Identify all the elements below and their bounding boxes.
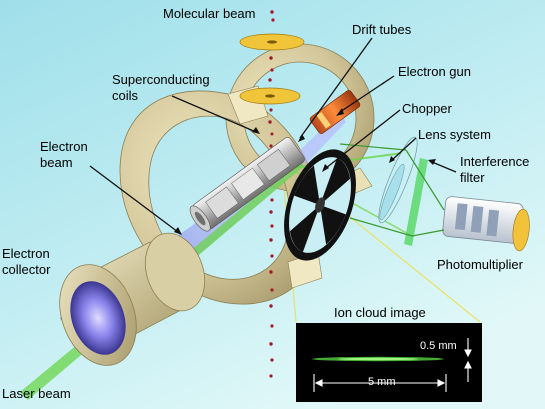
chopper xyxy=(284,149,356,261)
label-molecular-beam: Molecular beam xyxy=(163,6,256,21)
label-electron-collector-line2: collector xyxy=(2,262,51,277)
label-laser-beam: Laser beam xyxy=(2,386,71,401)
molecular-beam-dots xyxy=(268,10,275,378)
electron-gun xyxy=(309,90,361,134)
label-interference-filter-line2: filter xyxy=(460,170,485,185)
inset-width-label: 5 mm xyxy=(368,376,396,388)
label-electron-beam-line1: Electron xyxy=(40,139,88,154)
label-electron-beam-line2: beam xyxy=(40,155,73,170)
label-ion-cloud-image: Ion cloud image xyxy=(334,305,426,320)
label-electron-gun: Electron gun xyxy=(398,64,471,79)
ion-cloud-inset xyxy=(296,323,482,402)
label-superconducting-coils-line2: coils xyxy=(112,88,139,103)
interference-filter-plate xyxy=(404,158,428,246)
electron-collector xyxy=(59,232,206,366)
label-superconducting-coils-line1: Superconducting xyxy=(112,72,210,87)
label-interference-filter-line1: Interference xyxy=(460,154,530,169)
lens-system xyxy=(378,136,418,224)
label-electron-collector-line1: Electron xyxy=(2,246,50,261)
inset-height-label: 0.5 mm xyxy=(420,340,457,352)
drift-tubes xyxy=(189,137,305,232)
label-photomultiplier: Photomultiplier xyxy=(437,257,523,272)
label-drift-tubes: Drift tubes xyxy=(352,22,412,37)
label-pointers xyxy=(89,37,457,233)
label-lens-system: Lens system xyxy=(418,127,491,142)
photomultiplier-tube xyxy=(442,196,530,252)
label-chopper: Chopper xyxy=(402,101,452,116)
